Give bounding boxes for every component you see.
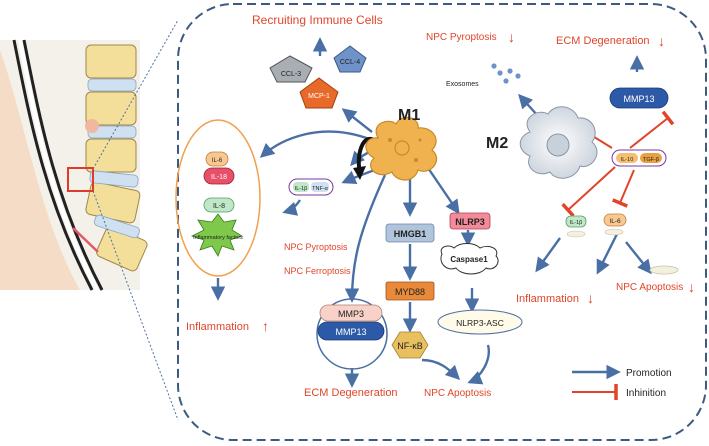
m2-apoptosis-ellipse (649, 265, 679, 275)
mmp13-pill (317, 321, 385, 341)
mmp3-label: MMP3 (338, 309, 364, 319)
inflammatory-factors-label: Inflammatory factors (193, 235, 243, 241)
m2-il1b-pill (565, 215, 587, 228)
il8-pill (203, 197, 235, 213)
legend: Promotion Inhinition (572, 364, 672, 400)
m1-macrophage (365, 116, 438, 181)
m1-inflammation: Inflammation (186, 321, 249, 333)
il18-pill (203, 167, 235, 185)
m2-mmp13-label: MMP13 (623, 94, 654, 104)
ccl3-label: CCL-3 (281, 71, 301, 78)
caspase1-label: Caspase1 (450, 255, 488, 264)
il18-label: IL-18 (211, 174, 227, 181)
nlrp3-asc-label: NLRP3-ASC (456, 318, 504, 328)
promotion-arrows (210, 37, 652, 388)
myd88-box (385, 281, 435, 301)
m1-inflammation-arrow: ↑ (262, 318, 269, 334)
hmgb1-box (385, 223, 435, 243)
exosomes-label: Exosomes (446, 81, 479, 88)
nfkb-label: NF-κB (397, 341, 423, 351)
m1-label: M1 (398, 107, 420, 124)
legend-inhibition-label: Inhinition (626, 388, 666, 399)
m1-apoptosis: NPC Apoptosis (424, 388, 491, 399)
black-arrowhead (353, 166, 366, 180)
nlrp3-label: NLRP3 (455, 217, 485, 227)
m2-mmp13-pill (609, 87, 669, 109)
ccl4-pentagon (333, 45, 367, 73)
recruit-label: Recruiting Immune Cells (252, 13, 383, 27)
il1b-label: IL-1β (295, 186, 308, 192)
m2-inflammation-arrow: ↓ (587, 290, 594, 306)
m2-apoptosis: NPC Apoptosis (616, 282, 683, 293)
m2-label: M2 (486, 135, 508, 152)
m2-il1b-ellipse (566, 230, 586, 238)
m2-inflammation: Inflammation (516, 293, 579, 305)
m2-pyroptosis: NPC Pyroptosis (426, 32, 497, 43)
ccl4-label: CCL-4 (340, 59, 360, 66)
il6-label: IL-6 (212, 158, 223, 164)
mcp1-label: MCP-1 (308, 93, 330, 100)
mmp-circle (316, 298, 388, 370)
spine-illustration (0, 19, 179, 421)
il6-pill (205, 151, 229, 167)
mcp1-pentagon (299, 77, 339, 109)
m2-il6-label: IL-6 (609, 218, 621, 225)
m2-nucleus (546, 133, 570, 157)
nlrp3-asc-ellipse (437, 309, 523, 335)
nfkb-hexagon (391, 331, 429, 359)
myd88-label: MYD88 (395, 287, 425, 297)
exosome-dots (491, 63, 521, 84)
m2-apoptosis-arrow: ↓ (688, 279, 695, 295)
m1-ecm: ECM Degeneration (304, 387, 398, 399)
m2-il6-ellipse (604, 228, 624, 236)
ccl3-pentagon (269, 55, 313, 83)
inflammatory-factors-burst (190, 213, 243, 257)
tnfa-label: TNF-α (312, 186, 329, 192)
caspase1-cloud (440, 243, 499, 275)
mmp13-label: MMP13 (335, 327, 366, 337)
m1-pyroptosis: NPC Pyroptosis (284, 242, 348, 252)
m2-il6-pill (603, 213, 627, 227)
tgfb-label: TGF-β (643, 157, 659, 163)
mmp3-pill (319, 304, 383, 322)
chemokines: CCL-3 CCL-4 MCP-1 (269, 45, 367, 109)
il8-label: IL-8 (213, 203, 225, 210)
cytokine-ellipse (175, 119, 261, 277)
m2-ecm: ECM Degeneration (556, 35, 650, 47)
hmgb1-label: HMGB1 (394, 229, 427, 239)
m2-il1b-label: IL-1β (570, 220, 583, 226)
m2-ecm-arrow: ↓ (658, 33, 665, 49)
m2-pyroptosis-arrow: ↓ (508, 29, 515, 45)
legend-promotion-label: Promotion (626, 368, 672, 379)
il10-label: IL-10 (621, 157, 634, 163)
nlrp3-box (449, 212, 491, 230)
m1-ferroptosis: NPC Ferroptosis (284, 266, 351, 276)
